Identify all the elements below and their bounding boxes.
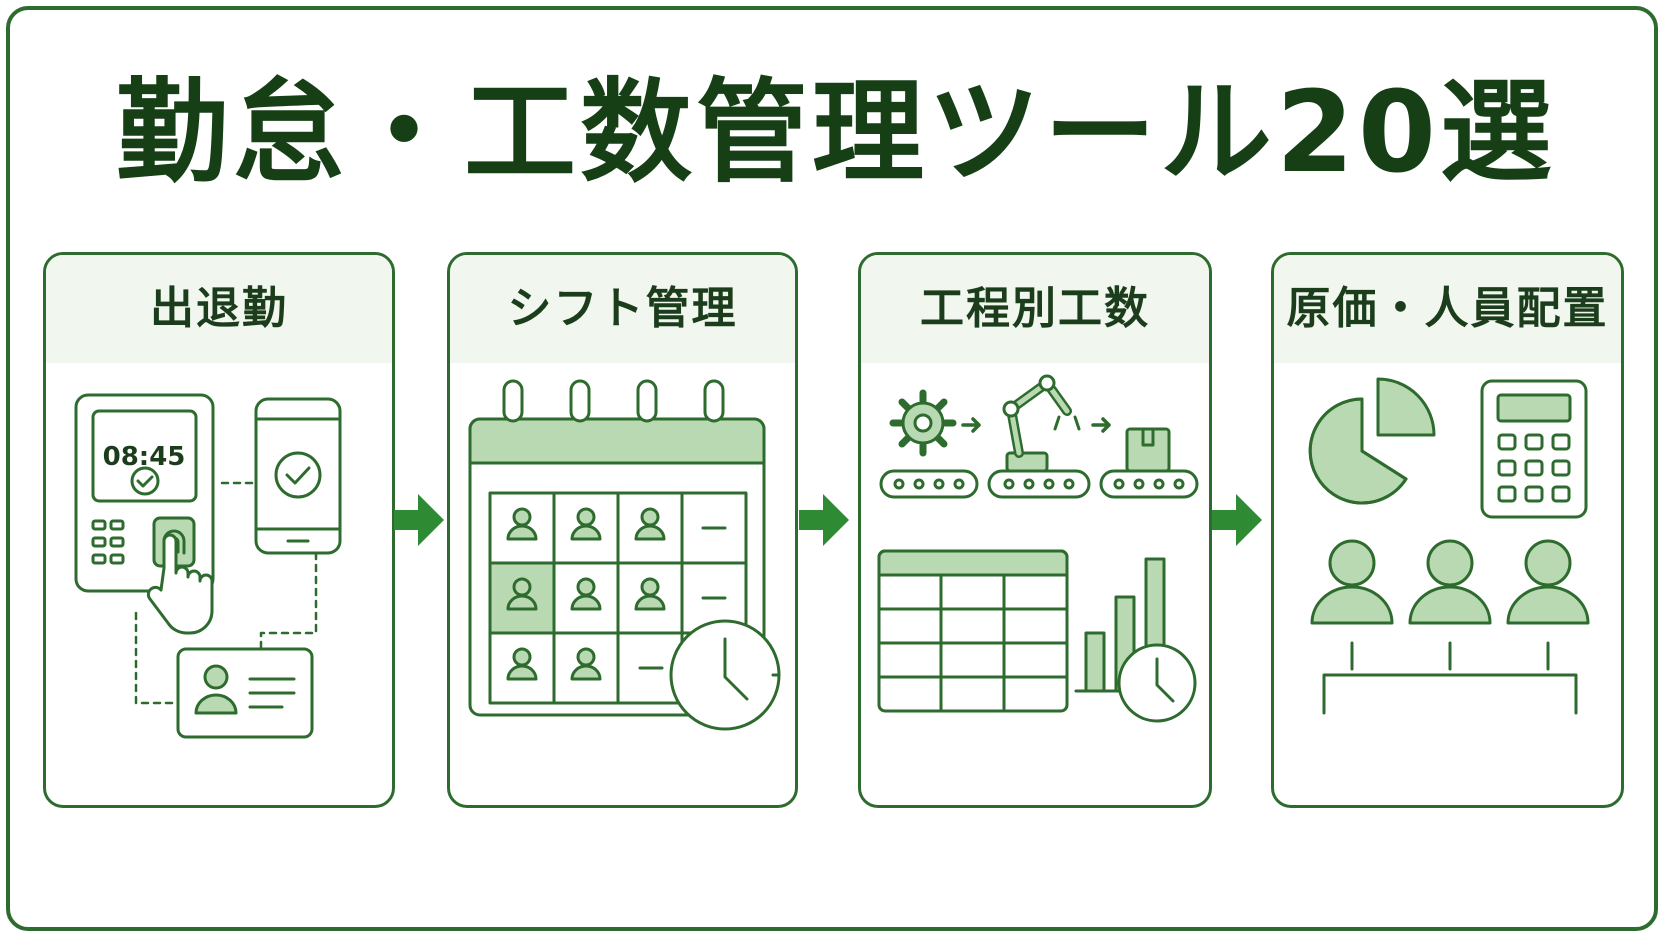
package-box-icon xyxy=(1125,427,1171,473)
flow-arrow-icon xyxy=(799,494,849,546)
panel-title-cost-staffing: 原価・人員配置 xyxy=(1274,255,1621,363)
panel-title-process: 工程別工数 xyxy=(861,255,1209,363)
org-chart-icon xyxy=(1322,641,1578,715)
smartphone-check-icon xyxy=(254,397,342,555)
panel-shift: シフト管理 xyxy=(447,252,798,808)
attendance-illustration: 08:45 xyxy=(74,393,342,739)
clock-icon xyxy=(1117,643,1197,723)
flow-arrow-icon xyxy=(1212,494,1262,546)
cost-staffing-illustration xyxy=(1308,377,1590,715)
page-title: 勤怠・工数管理ツール20選 xyxy=(116,68,1556,198)
robot-arm-icon xyxy=(1002,374,1081,473)
id-card-icon xyxy=(176,647,314,739)
panel-attendance: 出退勤 xyxy=(43,252,395,808)
panel-title-attendance: 出退勤 xyxy=(46,255,392,363)
clock-icon xyxy=(669,619,781,731)
pie-chart-icon xyxy=(1308,377,1436,505)
clock-time-text: 08:45 xyxy=(103,442,186,472)
calculator-icon xyxy=(1480,379,1588,519)
shift-illustration xyxy=(468,379,781,731)
person-icon xyxy=(1310,539,1590,625)
panel-process: 工程別工数 xyxy=(858,252,1212,808)
process-illustration xyxy=(877,374,1199,723)
panel-title-shift: シフト管理 xyxy=(450,255,795,363)
flow-arrow-icon xyxy=(394,494,444,546)
spreadsheet-icon xyxy=(877,549,1069,713)
panel-cost-staffing: 原価・人員配置 xyxy=(1271,252,1624,808)
gear-icon xyxy=(889,389,957,457)
conveyor-belt-icon xyxy=(879,469,1199,499)
